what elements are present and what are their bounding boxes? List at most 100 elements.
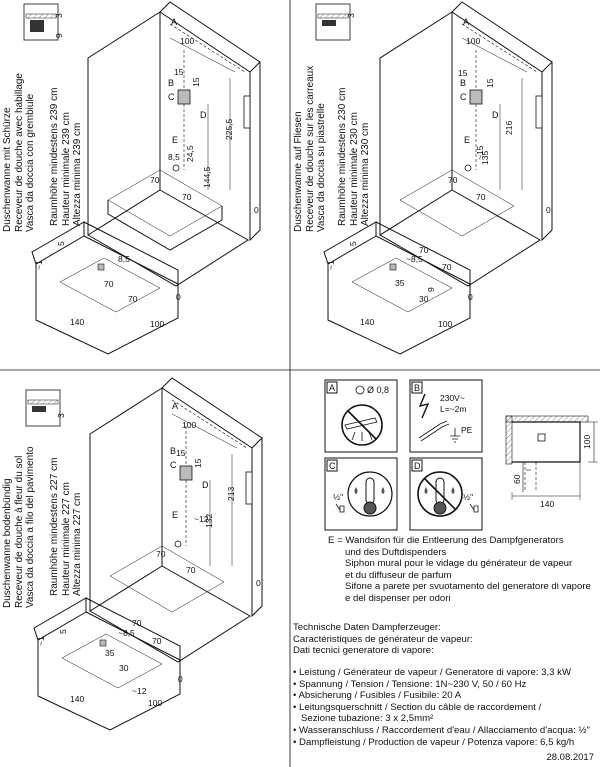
lower-valve-box (97, 263, 105, 271)
panel-3-caption: Duschenwanne bodenbündig Receveur de dou… (2, 446, 37, 608)
dimension-value: 140 (360, 317, 374, 327)
panel-3-height-de: Raumhöhe mindestens 227 cm (49, 457, 60, 596)
spec-line: • Wasseranschluss / Raccordement d'eau /… (293, 724, 590, 736)
lower-tray (59, 257, 161, 313)
lower-valve-box (389, 263, 397, 271)
panel-2-drawing: ABCDE31001515216135~15707005~170~8,57035… (315, 1, 553, 355)
dimension-value: 70 (186, 565, 196, 575)
panel-2-title-it: Vasca da doccia su piastrelle (316, 103, 327, 232)
dimension-value: 15 (174, 67, 184, 77)
dimension-value: 0 (546, 205, 551, 215)
tray-outline (109, 545, 225, 613)
panel-3-height-it: Altezza minima 227 cm (72, 492, 83, 596)
icon-D-label: D (414, 461, 421, 471)
dimension-value: 35 (395, 278, 405, 288)
wall-siphon (172, 164, 180, 172)
dimension-lines (171, 413, 238, 566)
legend-line: und des Duftdispenders (345, 546, 447, 558)
dimension-value: 35 (105, 648, 115, 658)
panel-2-height-fr: Hauteur minimale 230 cm (348, 112, 360, 226)
dimension-value: ~1 (326, 260, 336, 270)
panel-1-caption: Duschenwanne mit Schürze Receveur de dou… (2, 73, 37, 232)
dimension-lines (461, 37, 528, 190)
wall-right-edge (251, 438, 263, 618)
dimension-value: 5 (348, 241, 358, 246)
panel-2-caption: Duschenwanne auf Fliesen Receveur de dou… (293, 66, 328, 232)
legend-E: E = Wandsifon für die Entleerung des Dam… (328, 535, 591, 605)
dimension-value: 30 (119, 663, 129, 673)
dimension-value: 70 (442, 262, 452, 272)
no-thermometer-icon (417, 471, 463, 517)
icon-B-length: L=~2m (440, 404, 466, 414)
panel-2-height-it: Altezza minima 230 cm (360, 122, 371, 226)
dimension-value: ~1 (34, 260, 44, 270)
lower-valve-box (99, 639, 107, 647)
section-wall (317, 13, 349, 19)
dimension-value: 70 (448, 175, 458, 185)
wall-right-edge (249, 62, 261, 242)
spec-line: • Spannung / Tension / Tensione: 1N~230 … (293, 678, 527, 690)
no-drill-icon (341, 404, 383, 446)
dimension-value: 135 (480, 151, 490, 165)
legend-line: E = Wandsifon für die Entleerung des Dam… (328, 535, 564, 546)
dimension-value: 24,5 (185, 145, 195, 162)
callout-E: E (172, 135, 178, 145)
cable-icon (418, 423, 443, 442)
tray-apron (107, 200, 223, 251)
icon-box-C: C ½" (324, 457, 398, 531)
panel-2-height-de: Raumhöhe mindestens 230 cm (337, 87, 348, 226)
lower-tray (351, 257, 453, 313)
dimension-value: ~12 (132, 686, 147, 696)
dimension-value: 9 (426, 287, 436, 292)
panel-1-title-it: Vasca da doccia con grembiule (25, 93, 36, 232)
plan-width: 140 (540, 499, 554, 509)
section-detail-frame (315, 3, 351, 41)
callout-D: D (492, 110, 499, 120)
spec-line: Sezione tubazione: 3 x 2,5mm² (301, 713, 434, 725)
dimension-value: 132 (204, 514, 214, 528)
floor-outline (87, 189, 249, 287)
control-panel (535, 95, 543, 129)
dimension-value: 8,5 (118, 254, 130, 264)
spec-line: • Dampfleistung / Production de vapeur /… (293, 736, 575, 748)
dimension-value: 70 (156, 549, 166, 559)
dimension-value: 70 (182, 192, 192, 202)
dimension-value: 5 (56, 241, 66, 246)
dimension-value: 3 (56, 413, 66, 418)
section-wall (25, 13, 57, 19)
dimension-value: 15 (485, 78, 495, 88)
dimension-value: 9 (54, 33, 64, 38)
thermometer-icon (347, 471, 393, 517)
pipe-route (171, 399, 248, 546)
panel-1-title-fr: Receveur de douche avec habillage (13, 73, 25, 232)
panel-1-drawing: ABCDE391001515225,5144,524,58,5707005~18… (23, 1, 261, 355)
tech-data-title: Technische Daten Dampferzeuger: Caractér… (293, 622, 473, 657)
dimension-lines (169, 37, 236, 190)
tray-outline (399, 169, 515, 237)
floor-outline (379, 189, 541, 287)
pipe-route (169, 23, 246, 170)
callout-C: C (460, 92, 467, 102)
panel-1-title-de: Duschenwanne mit Schürze (2, 107, 13, 232)
dimension-value: 0 (254, 205, 259, 215)
lower-wall-back (83, 221, 179, 285)
panel-3-height-fr: Hauteur minimale 227 cm (60, 482, 72, 596)
panel-1-height: Raumhöhe mindestens 239 cm Hauteur minim… (49, 88, 84, 226)
steam-valve-box (179, 465, 193, 481)
dimension-value: 8,5 (168, 152, 180, 162)
dimension-value: 70 (128, 294, 138, 304)
icon-B-label: B (414, 383, 420, 393)
plan-offset: 60 (512, 474, 522, 484)
dimension-value: ~15 (475, 145, 485, 160)
panel-1-height-fr: Hauteur minimale 239 cm (60, 112, 72, 226)
legend-line: et du diffuseur de parfum (345, 569, 452, 581)
dimension-value: ~1 (36, 636, 46, 646)
icon-box-A: A Ø 0,8 (324, 379, 398, 453)
icon-A-value: Ø 0,8 (367, 385, 389, 395)
tech-title-it: Dati tecnici generatore di vapore: (293, 645, 434, 657)
dimension-value: 0 (178, 674, 183, 684)
steam-valve-box (469, 89, 483, 105)
icon-B-pe: PE (461, 425, 473, 435)
callout-C: C (170, 460, 177, 470)
icon-A-label: A (329, 383, 335, 393)
